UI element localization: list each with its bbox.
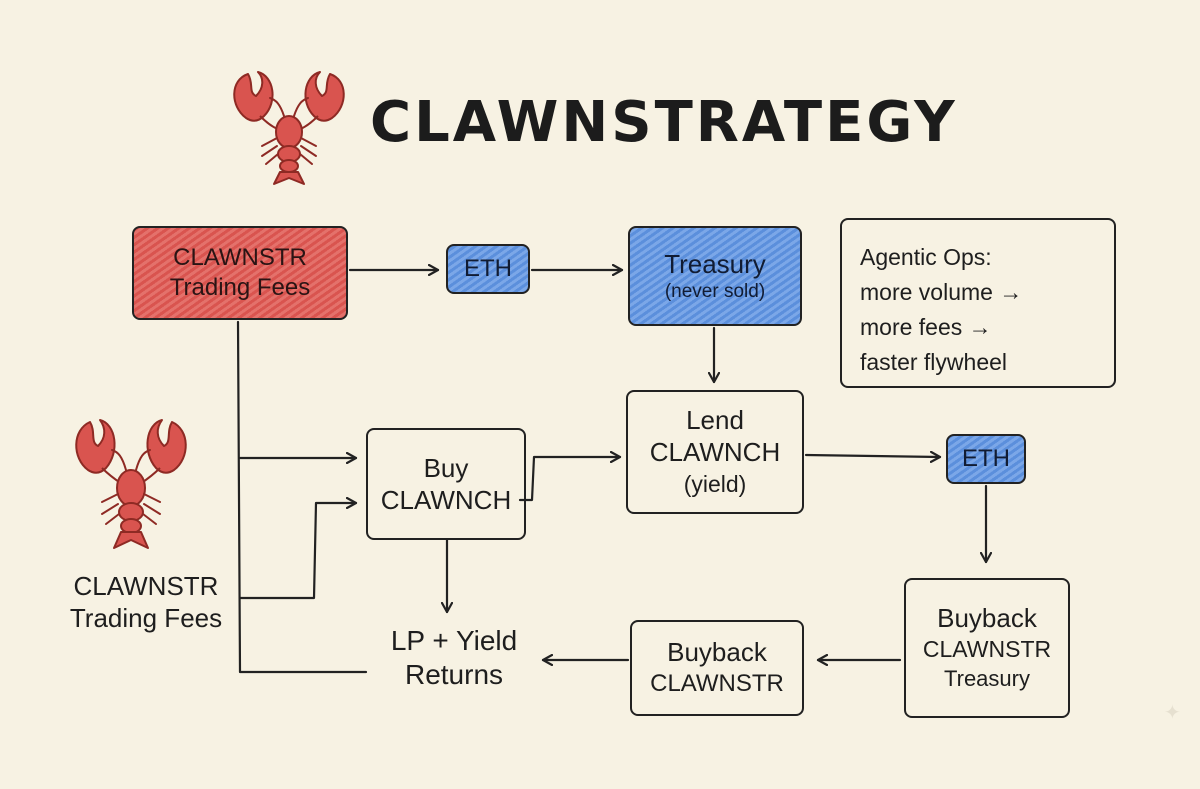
lobster-icon xyxy=(233,71,345,185)
node-label: ETH xyxy=(962,445,1010,472)
node-trading-fees-top: CLAWNSTR Trading Fees xyxy=(132,226,348,320)
node-label: Trading Fees xyxy=(69,603,223,633)
node-label: CLAWNSTR xyxy=(73,571,219,601)
node-label: CLAWNSTR xyxy=(173,244,307,271)
label-trading-fees-left: CLAWNSTR Trading Fees xyxy=(56,570,236,634)
node-sublabel: Treasury xyxy=(944,666,1030,691)
node-sublabel: (never sold) xyxy=(664,281,766,302)
node-label: LP + Yield xyxy=(390,625,518,656)
arrow-lend-to-eth xyxy=(804,455,942,457)
page-title: CLAWNSTRATEGY xyxy=(370,90,958,155)
note-line: more volume → xyxy=(860,279,1023,305)
note-agentic-ops: Agentic Ops: more volume → more fees → f… xyxy=(840,218,1116,388)
node-buyback-clawnstr: Buyback CLAWNSTR xyxy=(630,620,804,716)
node-eth-top: ETH xyxy=(446,244,530,294)
lobster-icon xyxy=(75,419,187,549)
node-label: Returns xyxy=(404,659,504,690)
node-label: Trading Fees xyxy=(169,274,311,301)
node-label: CLAWNCH xyxy=(380,485,512,515)
node-label: Buyback xyxy=(667,637,767,667)
note-line: more fees → xyxy=(860,314,992,340)
node-label: Treasury xyxy=(664,249,766,279)
node-buyback-treasury: Buyback CLAWNSTR Treasury xyxy=(904,578,1070,718)
arrow-buy-to-lend xyxy=(518,457,622,502)
line-fees-trunk xyxy=(236,320,368,674)
note-line: Agentic Ops: xyxy=(860,244,992,270)
note-line: faster flywheel xyxy=(860,349,1008,375)
node-eth-mid: ETH xyxy=(946,434,1026,484)
node-label: Buyback xyxy=(937,603,1037,633)
node-label: ETH xyxy=(464,255,512,282)
node-sublabel: (yield) xyxy=(683,471,747,497)
node-label: CLAWNSTR xyxy=(650,670,784,697)
node-label: Lend xyxy=(686,405,744,435)
node-treasury: Treasury (never sold) xyxy=(628,226,802,326)
sparkle-icon: ✦ xyxy=(1164,702,1181,724)
arrow-feesleft-to-buy xyxy=(238,503,358,600)
node-buy-clawnch: Buy CLAWNCH xyxy=(366,428,526,540)
node-label: Buy xyxy=(423,453,469,483)
label-lp-yield-returns: LP + Yield Returns xyxy=(372,624,536,692)
node-label: CLAWNSTR xyxy=(922,636,1052,662)
node-label: CLAWNCH xyxy=(649,437,781,467)
node-lend-clawnch: Lend CLAWNCH (yield) xyxy=(626,390,804,514)
